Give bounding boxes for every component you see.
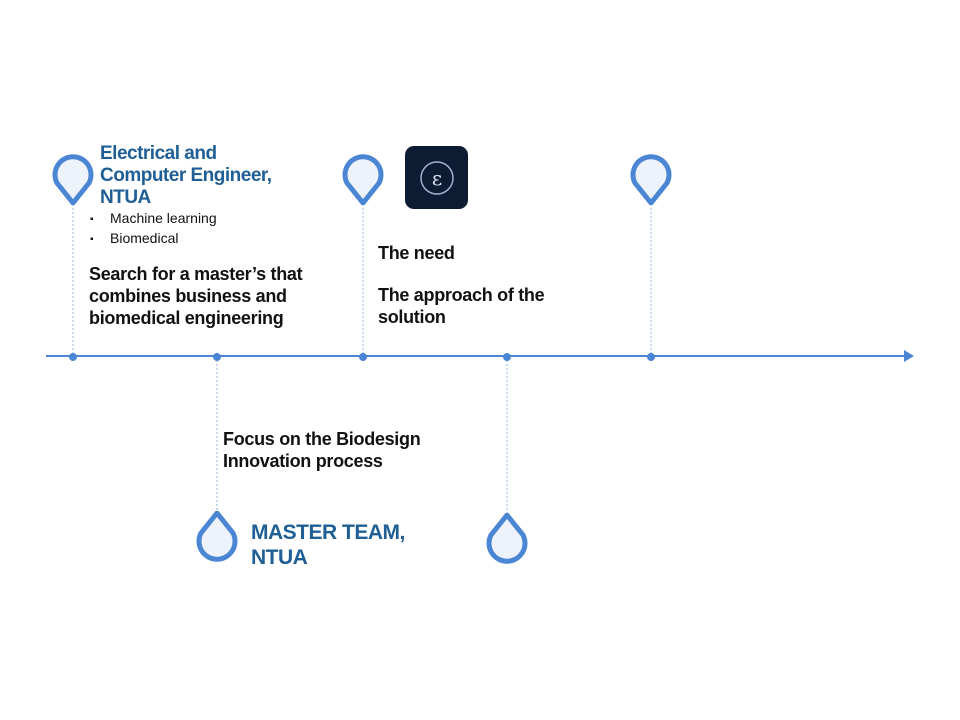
milestone1-title-line: NTUA [100, 187, 151, 208]
milestone2-note-line: Innovation process [223, 451, 383, 471]
spacer [378, 264, 544, 284]
milestone1-note-line: Search for a master’s that [89, 264, 303, 284]
map-pin-icon [485, 513, 529, 567]
milestone1-bullet-list: Machine learning Biomedical [90, 209, 217, 249]
list-item: Biomedical [90, 229, 217, 249]
list-item: Machine learning [90, 209, 217, 229]
milestone1-title: Electrical and Computer Engineer, NTUA [100, 143, 272, 209]
timeline-dot-1 [69, 353, 77, 361]
map-pin-icon [195, 511, 239, 565]
milestone3-note: The need The approach of the solution [378, 242, 545, 328]
logo-ring: ε [419, 160, 454, 195]
map-pin-icon [629, 151, 673, 205]
milestone3-note-line: The need [378, 243, 455, 263]
milestone2-title-line: MASTER TEAM, [251, 521, 405, 544]
milestone1-note-line: combines business and [89, 286, 287, 306]
timeline-dot-3 [359, 353, 367, 361]
milestone2-title-line: NTUA [251, 546, 308, 569]
timeline-dot-2 [213, 353, 221, 361]
milestone3-note-line: The approach of the [378, 285, 545, 305]
logo-glyph: ε [431, 166, 441, 190]
milestone3-note-line: solution [378, 307, 446, 327]
timeline-dot-4 [503, 353, 511, 361]
timeline-dot-5 [647, 353, 655, 361]
milestone1-title-line: Computer Engineer, [100, 165, 272, 186]
milestone2-note: Focus on the Biodesign Innovation proces… [223, 428, 421, 472]
app-logo-icon: ε [405, 146, 468, 209]
milestone1-note-line: biomedical engineering [89, 308, 284, 328]
milestone1-title-line: Electrical and [100, 143, 217, 164]
map-pin-icon [51, 151, 95, 205]
milestone2-title: MASTER TEAM, NTUA [251, 520, 405, 570]
milestone2-note-line: Focus on the Biodesign [223, 429, 421, 449]
timeline-arrowhead [904, 350, 914, 362]
milestone1-note: Search for a master’s that combines busi… [89, 263, 303, 329]
map-pin-icon [341, 151, 385, 205]
